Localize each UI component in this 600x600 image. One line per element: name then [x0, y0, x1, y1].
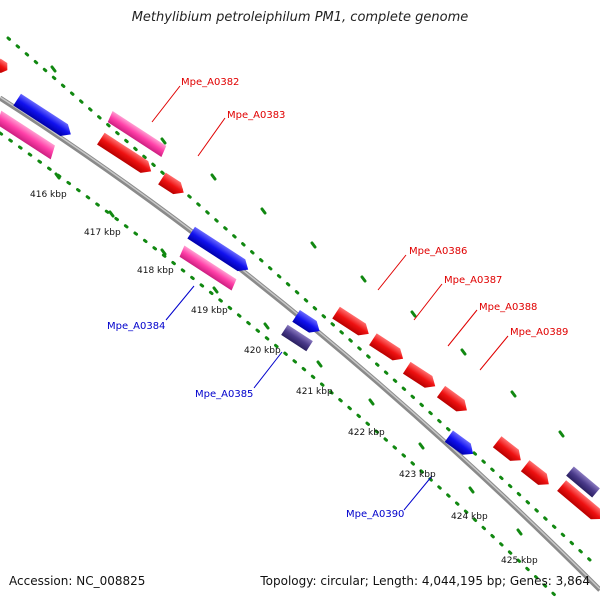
- gene-label-forward[interactable]: Mpe_A0382: [181, 77, 239, 88]
- tick-label: 419 kbp: [191, 306, 228, 316]
- gene-arrow-forward[interactable]: [557, 480, 600, 524]
- gene-label-forward[interactable]: Mpe_A0389: [510, 327, 568, 338]
- gene-arrow-forward[interactable]: [520, 460, 553, 490]
- gene-arrow-forward[interactable]: [158, 172, 187, 199]
- upper-dotted-track: [6, 36, 592, 562]
- gene-label-forward[interactable]: Mpe_A0383: [227, 110, 285, 121]
- gene-arrow-reverse[interactable]: [292, 310, 323, 337]
- gene-arrow-forward[interactable]: [402, 361, 439, 392]
- tick-labels: 416 kbp 417 kbp 418 kbp 419 kbp 420 kbp …: [30, 190, 538, 566]
- genome-summary: Topology: circular; Length: 4,044,195 bp…: [260, 574, 590, 588]
- reverse-strand-features: [0, 93, 477, 460]
- tick-label: 421 kbp: [296, 387, 333, 397]
- tick-label: 420 kbp: [244, 346, 281, 356]
- gene-arrow-forward[interactable]: [492, 436, 525, 466]
- accession-label: Accession: NC_008825: [9, 574, 146, 588]
- label-leaders: [151, 85, 509, 511]
- map-title: Methylibium petroleiphilum PM1, complete…: [131, 10, 469, 25]
- feature-pink-reverse[interactable]: [178, 245, 238, 291]
- tick-label: 423 kbp: [399, 470, 436, 480]
- tick-label: 424 kbp: [451, 512, 488, 522]
- forward-strand-features: [0, 58, 600, 524]
- gene-arrow-forward[interactable]: [369, 333, 407, 364]
- gene-arrow-forward[interactable]: [332, 306, 372, 340]
- gene-label-forward[interactable]: Mpe_A0387: [444, 275, 502, 286]
- gene-label-reverse[interactable]: Mpe_A0384: [107, 321, 165, 332]
- gene-arrow-forward[interactable]: [97, 132, 155, 177]
- tick-label: 425 kbp: [501, 556, 538, 566]
- feature-purple-forward[interactable]: [566, 466, 600, 498]
- gene-label-reverse[interactable]: Mpe_A0390: [346, 509, 404, 520]
- lower-dotted-track: [0, 131, 562, 600]
- gene-arrow-reverse[interactable]: [187, 226, 252, 276]
- gene-arrow-reverse[interactable]: [444, 430, 477, 460]
- upper-major-ticks: [50, 65, 565, 438]
- gene-label-reverse[interactable]: Mpe_A0385: [195, 389, 253, 400]
- feature-purple-reverse[interactable]: [281, 324, 313, 352]
- tick-label: 418 kbp: [137, 266, 174, 276]
- gene-label-forward[interactable]: Mpe_A0388: [479, 302, 537, 313]
- gene-arrow-reverse[interactable]: [13, 93, 74, 141]
- gene-arrow-forward[interactable]: [436, 385, 471, 416]
- lower-major-ticks: [54, 172, 523, 536]
- gene-arrow-forward[interactable]: [0, 58, 11, 76]
- feature-pink-reverse[interactable]: [0, 110, 58, 160]
- gene-labels: Mpe_A0382 Mpe_A0383 Mpe_A0384 Mpe_A0385 …: [107, 77, 568, 520]
- tick-label: 416 kbp: [30, 190, 67, 200]
- tick-label: 417 kbp: [84, 228, 121, 238]
- gene-label-forward[interactable]: Mpe_A0386: [409, 246, 467, 257]
- tick-label: 422 kbp: [348, 428, 385, 438]
- feature-pink-forward[interactable]: [106, 110, 168, 158]
